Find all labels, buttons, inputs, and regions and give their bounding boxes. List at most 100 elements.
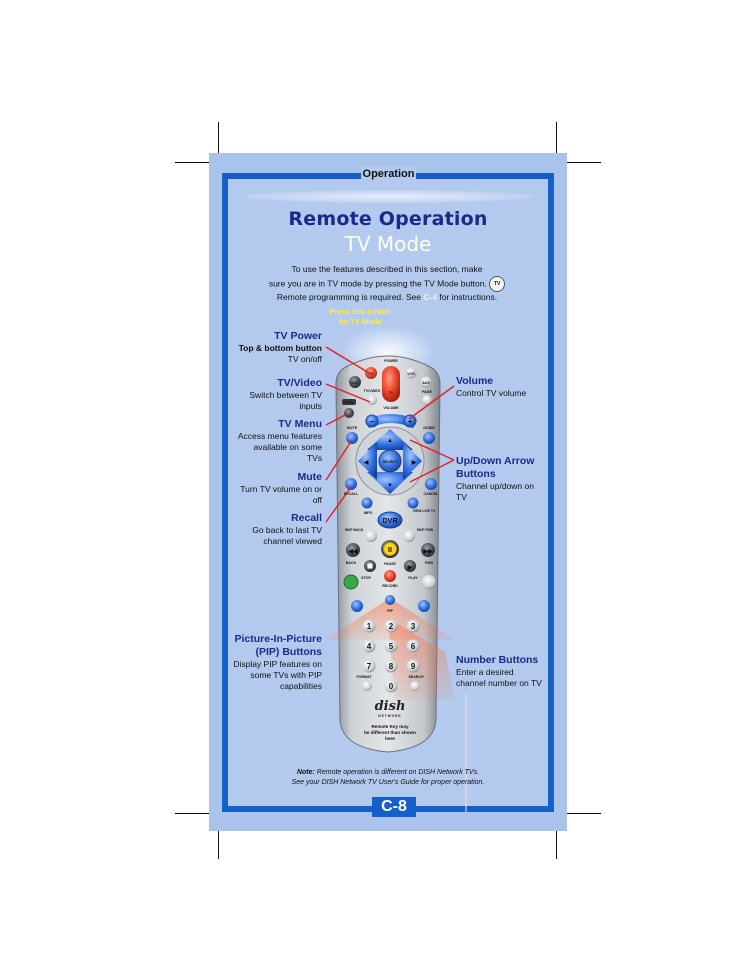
number-highlight [388,618,455,700]
crop-mark [556,831,557,859]
intro-text: To use the features described in this se… [252,264,522,303]
left-arrow-button[interactable] [358,442,377,480]
intro-line-3: Remote programming is required. See [276,291,421,302]
dvr-button[interactable] [377,511,403,529]
note-line-2: See your DISH Network TV User's Guide fo… [291,778,485,786]
page-button[interactable] [422,395,432,405]
guide-button[interactable] [423,432,435,444]
search-button[interactable] [410,681,420,691]
record-button[interactable] [384,570,396,582]
tv-menu-button[interactable] [344,408,354,418]
plus-icon: + [408,417,413,426]
key-9-button[interactable] [406,659,420,673]
key-8-button[interactable] [384,659,398,673]
power-tv-label: TV [389,391,394,395]
tv-video-button[interactable] [367,395,377,405]
page-number: C-8 [372,797,416,817]
key-5-button[interactable] [384,639,398,653]
key-7-button[interactable] [362,659,376,673]
view-live-tv-button[interactable] [407,497,419,509]
vcr-mode-button[interactable] [405,367,417,379]
pip-button[interactable] [385,595,395,605]
stop-label: STOP [361,576,371,580]
remote-footer-line2: be different than shown [364,730,416,735]
key-6-button[interactable] [406,639,420,653]
callout-text: TV on/off [287,354,322,364]
up-arrow-icon: ▲ [387,438,393,444]
cancel-button[interactable] [425,478,437,490]
search-button-top[interactable] [422,575,436,589]
green-button[interactable] [343,574,359,590]
down-arrow-button[interactable] [367,472,413,494]
play-button[interactable] [404,560,416,572]
select-button[interactable] [378,449,402,473]
intro-line-1: To use the features described in this se… [291,264,483,274]
stop-icon [367,563,373,569]
menu-label: MENU [345,401,354,405]
up-arrow-button[interactable] [367,429,413,450]
key-3-button[interactable] [406,619,420,633]
pause-button[interactable] [383,542,397,556]
left-arrow-icon: ◀ [363,459,369,466]
callout-title: TV/Video [277,377,322,389]
mute-button[interactable] [346,432,358,444]
callout-title: TV Menu [278,418,322,430]
callout-text: Display PIP features on some TVs with PI… [233,659,322,691]
page-title: Remote Operation [288,208,488,230]
key-5-label: 5 [389,642,394,651]
page-reference-link[interactable]: C-4 [423,291,438,302]
recall-label: RECALL [344,492,359,496]
key-6-label: 6 [411,642,416,651]
skip-back-button[interactable] [365,530,377,542]
callout-mute: Mute Turn TV volume on or off [232,471,322,506]
power-button[interactable] [382,366,400,402]
callout-tv-video: TV/Video Switch between TV inputs [232,377,322,412]
recall-button[interactable] [345,478,357,490]
format-button[interactable] [362,681,372,691]
format-label: FORMAT [356,675,372,679]
key-2-button[interactable] [384,619,398,633]
swap-button[interactable] [418,600,430,612]
callout-updown: Up/Down Arrow Buttons Channel up/down on… [456,455,542,503]
aux-label: AUX [422,381,430,385]
back-button[interactable] [346,543,360,557]
play-label: PLAY [408,576,418,580]
info-button[interactable] [361,497,373,509]
cancel-label: CANCEL [424,492,440,496]
volume-rocker[interactable] [365,414,417,428]
position-button[interactable] [351,600,363,612]
key-4-button[interactable] [362,639,376,653]
note-label: Note: [296,769,315,776]
rewind-icon: ◀◀ [347,548,358,555]
crop-mark [218,122,219,162]
key-9-label: 9 [411,662,416,671]
pip-highlight [325,598,455,640]
callout-text: Access menu features available on some T… [237,431,322,463]
key-8-label: 8 [389,662,394,671]
callout-text: Control TV volume [456,388,527,398]
right-arrow-icon: ▶ [411,459,417,466]
sat-label: SAT [351,380,359,385]
remote-footer-line1: Remote Key may [371,724,408,729]
dvr-label: DVR [383,518,398,525]
callout-title: Recall [291,512,322,524]
callout-text: Enter a desired channel number on TV [456,667,542,688]
key-2-label: 2 [389,622,394,631]
key-0-button[interactable] [384,679,398,693]
key-4-label: 4 [367,642,372,651]
aux-mode-button[interactable] [420,376,432,388]
callout-title: Up/Down Arrow Buttons [456,455,535,480]
crop-mark [175,162,209,163]
info-label: INFO [364,511,373,515]
crop-mark [218,831,219,859]
callout-title: Volume [456,375,494,387]
fwd-button[interactable] [421,543,435,557]
press-tv-mode-label: Press this button for TV Mode [329,307,391,326]
remote-footer-line3: here [385,736,395,741]
volume-down-button[interactable] [365,414,379,428]
search-label: SEARCH [408,675,424,679]
skip-fwd-button[interactable] [403,530,415,542]
crop-mark [175,813,209,814]
key-1-button[interactable] [362,619,376,633]
callout-pip: Picture-In-Picture (PIP) Buttons Display… [232,633,322,692]
